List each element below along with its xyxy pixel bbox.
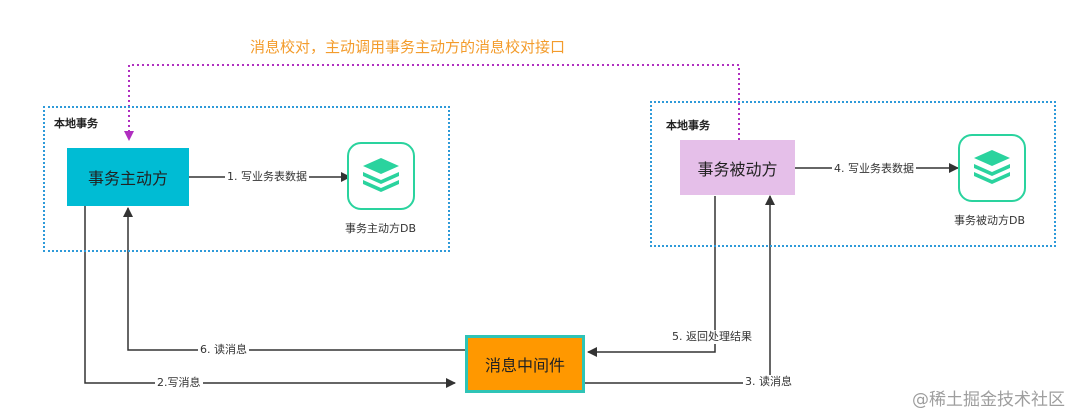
edge-6-label: 6. 读消息 xyxy=(198,343,249,357)
local-transaction-region-left xyxy=(43,106,450,252)
edge-2-line xyxy=(84,205,456,388)
region-right-label: 本地事务 xyxy=(666,119,710,132)
local-transaction-region-right xyxy=(650,101,1056,247)
edge-1-label: 1. 写业务表数据 xyxy=(225,170,309,184)
edge-2-label: 2.写消息 xyxy=(155,376,203,390)
initiator-db-label: 事务主动方DB xyxy=(345,222,417,235)
edge-5-line xyxy=(587,196,716,357)
participant-label: 事务被动方 xyxy=(697,159,778,179)
mq-label: 消息中间件 xyxy=(484,356,565,375)
database-stack-icon xyxy=(974,150,1010,184)
initiator-db-box xyxy=(347,142,415,210)
participant-db-box xyxy=(958,134,1026,202)
region-left-label: 本地事务 xyxy=(54,117,98,130)
edge-4-label: 4. 写业务表数据 xyxy=(832,162,916,176)
transaction-participant-node[interactable]: 事务被动方 xyxy=(680,140,795,195)
message-middleware-node[interactable]: 消息中间件 xyxy=(465,335,585,393)
edge-5-label: 5. 返回处理结果 xyxy=(670,330,754,344)
reconcile-callback-arrow xyxy=(124,64,740,141)
edge-6-line xyxy=(123,207,465,351)
database-stack-icon xyxy=(363,158,399,192)
initiator-label: 事务主动方 xyxy=(87,169,168,188)
watermark: @稀土掘金技术社区 xyxy=(912,390,1065,410)
transaction-initiator-node[interactable]: 事务主动方 xyxy=(67,148,189,206)
reconcile-caption: 消息校对，主动调用事务主动方的消息校对接口 xyxy=(250,38,566,56)
edge-3-label: 3. 读消息 xyxy=(743,375,794,389)
participant-db-label: 事务被动方DB xyxy=(954,214,1026,227)
